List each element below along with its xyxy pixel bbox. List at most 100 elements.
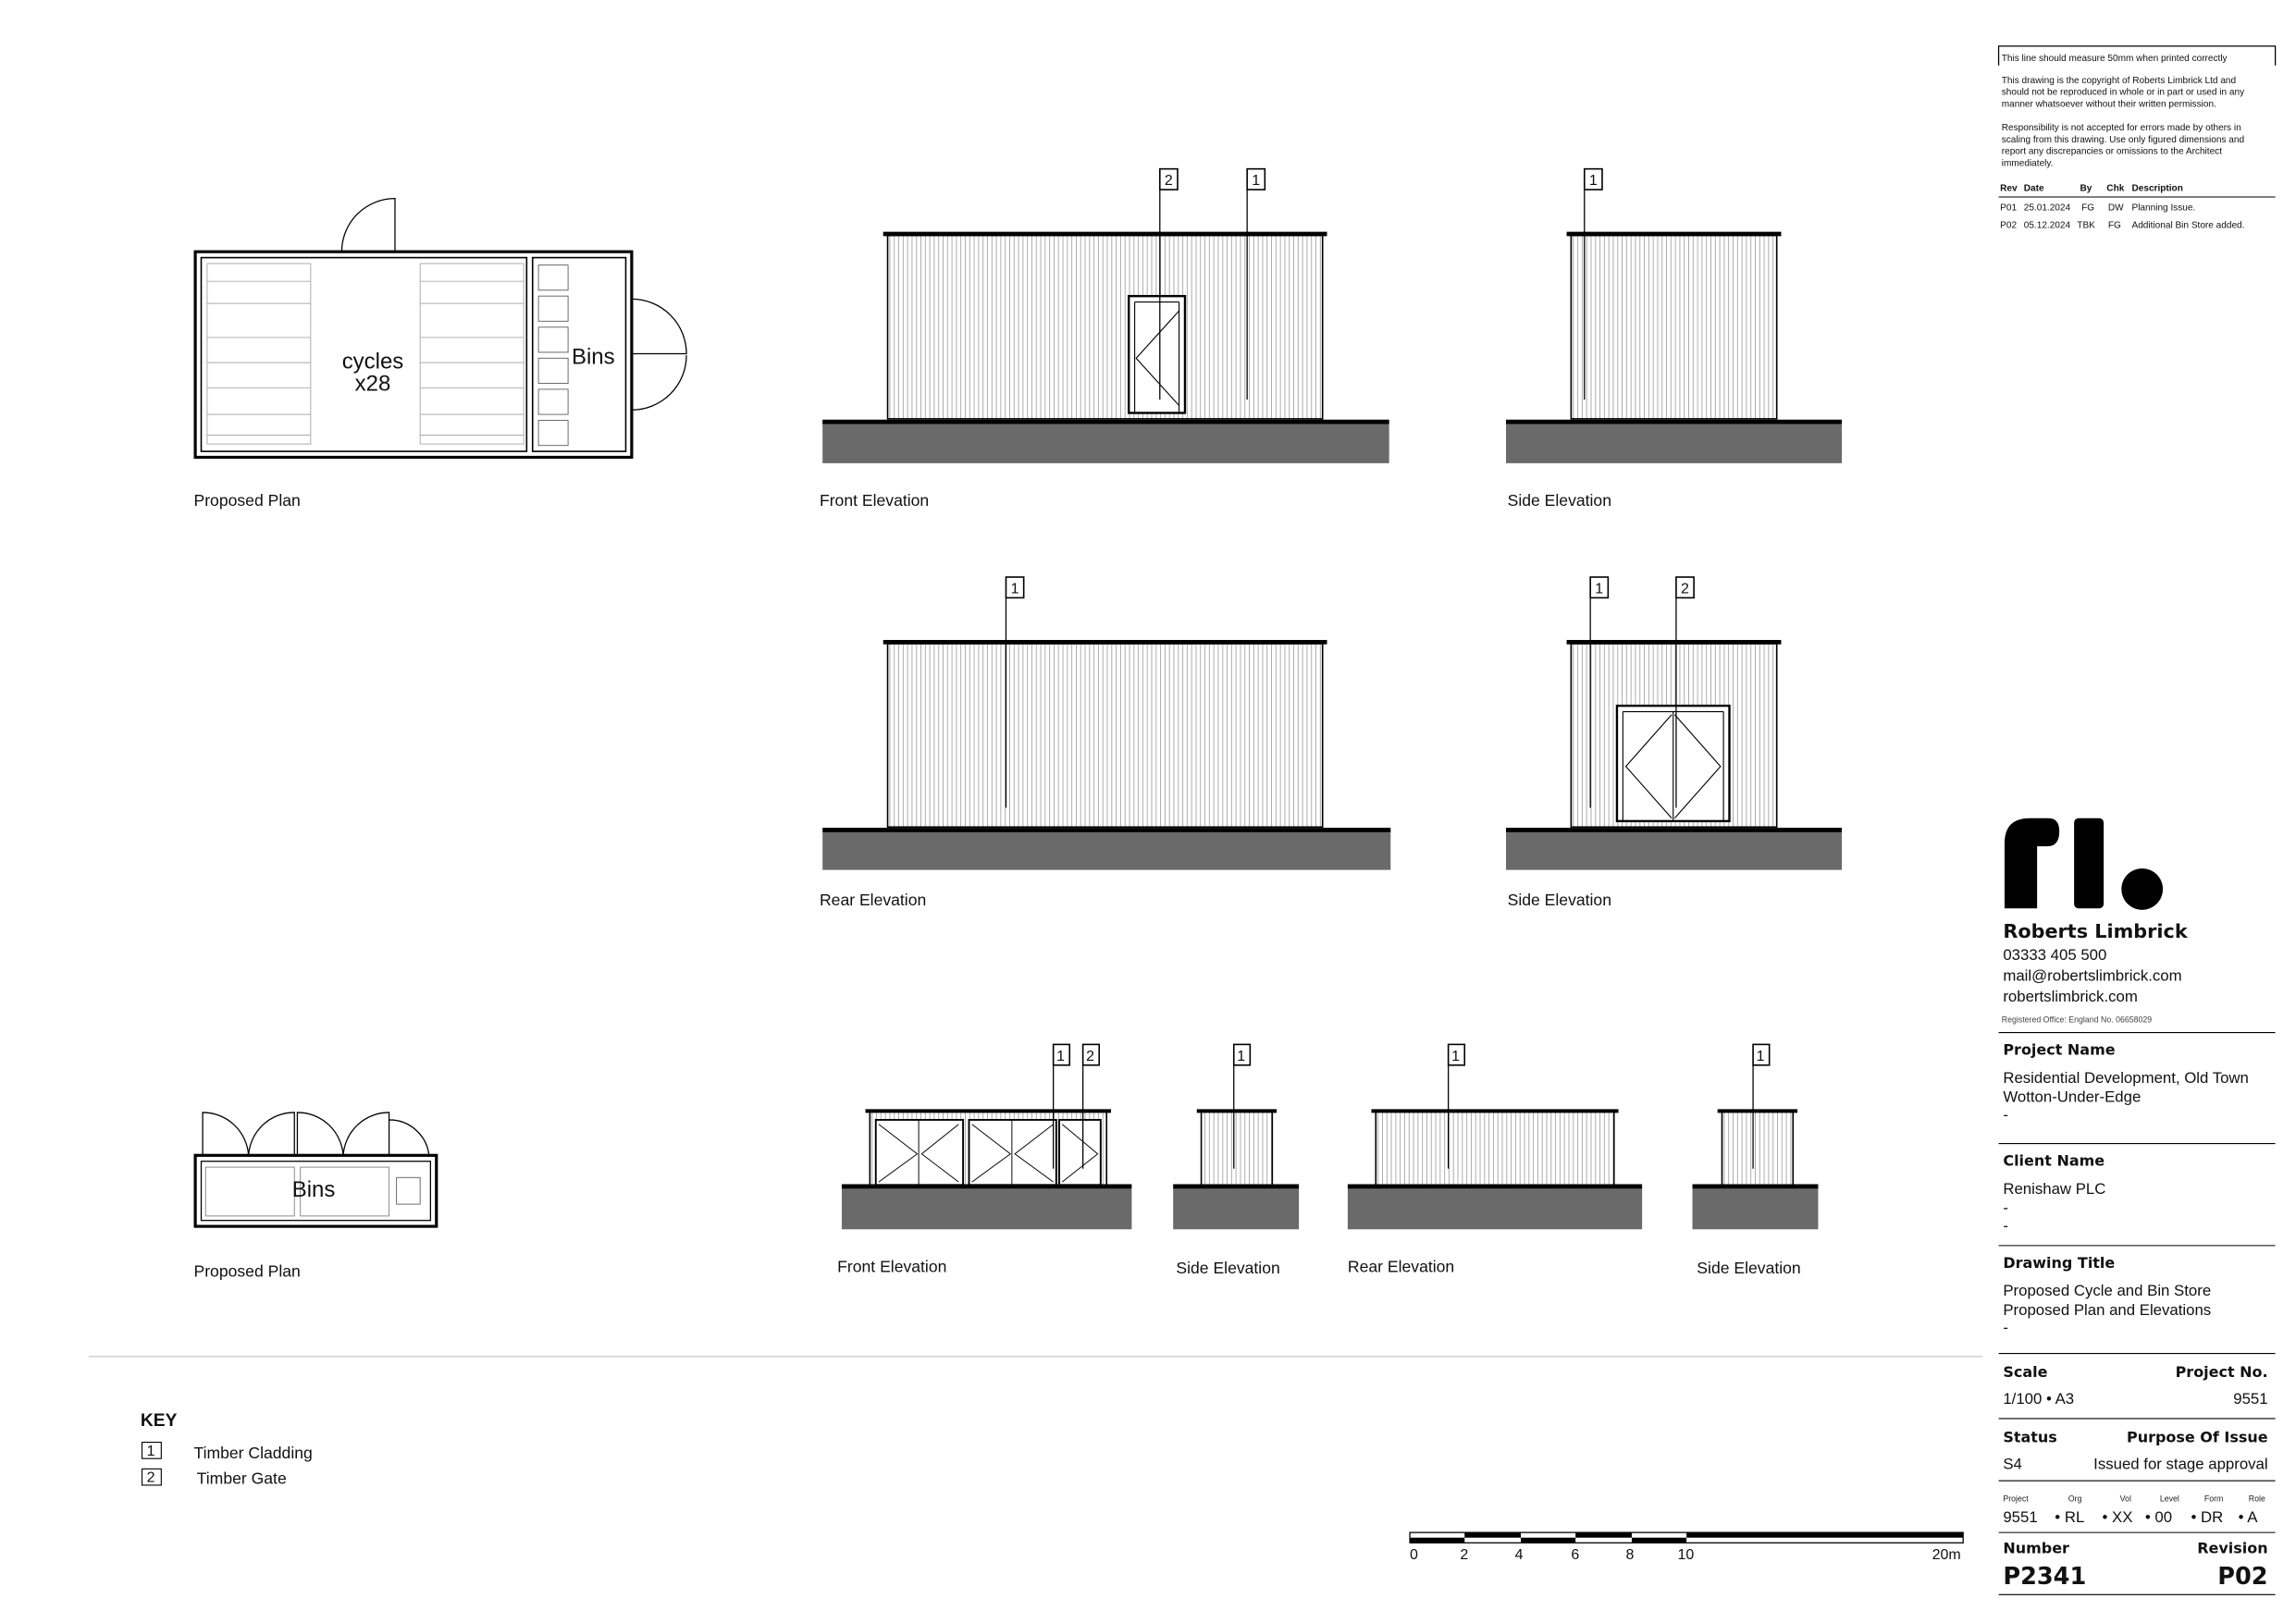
callout-tag: 2 xyxy=(1681,582,1689,597)
wheelie-bins xyxy=(537,264,569,447)
scale-heading: Scale xyxy=(2003,1363,2047,1381)
key-title: KEY xyxy=(141,1411,178,1431)
revision-value: P02 xyxy=(2217,1563,2267,1591)
scale-tick: 0 xyxy=(1410,1547,1418,1563)
responsibility-note: immediately. xyxy=(2002,158,2054,168)
drawing-label: Proposed Plan xyxy=(193,1261,300,1280)
code-label: Project xyxy=(2003,1494,2029,1504)
rev-cell: 05.12.2024 xyxy=(2024,221,2071,231)
document-code: Project Org Vol Level Form Role 9551 • R… xyxy=(2003,1494,2265,1526)
code-value: • 00 xyxy=(2145,1508,2172,1526)
drawing-label: Front Elevation xyxy=(837,1258,946,1276)
rear-elevation: 1 Rear Elevation xyxy=(820,576,1391,909)
registered-office: Registered Office: England No. 06658029 xyxy=(2002,1014,2153,1024)
title-block: This line should measure 50mm when print… xyxy=(1997,45,2277,1595)
side-elevation-2: 1 2 Side Elevation xyxy=(1506,576,1843,909)
drawing-label: Side Elevation xyxy=(1508,491,1611,510)
drawing-number: P2341 xyxy=(2003,1563,2086,1591)
drawing-label: Front Elevation xyxy=(820,491,929,510)
callout-tag: 1 xyxy=(1056,1049,1065,1064)
rev-header: Date xyxy=(2024,184,2044,194)
callout-tag: 1 xyxy=(1011,582,1019,597)
callout-tag: 1 xyxy=(1252,173,1260,189)
rev-cell: P02 xyxy=(2000,221,2017,231)
code-value: • A xyxy=(2239,1508,2259,1526)
client-name-line: - xyxy=(2003,1199,2008,1217)
responsibility-note: report any discrepancies or omissions to… xyxy=(2002,147,2222,157)
company-phone: 03333 405 500 xyxy=(2003,946,2106,964)
code-label: Form xyxy=(2204,1494,2224,1504)
scale-tick: 20m xyxy=(1932,1547,1961,1563)
gate-swings xyxy=(202,1112,430,1156)
copyright-note: manner whatsoever without their written … xyxy=(2002,99,2216,109)
project-name-line: Residential Development, Old Town xyxy=(2003,1069,2249,1087)
project-name-heading: Project Name xyxy=(2003,1041,2115,1059)
callout-tag: 1 xyxy=(1595,582,1603,597)
client-name-line: - xyxy=(2003,1217,2008,1235)
copyright-note: This drawing is the copyright of Roberts… xyxy=(2002,76,2236,86)
room-label-cycles: cycles xyxy=(342,350,404,375)
code-label: Role xyxy=(2249,1494,2265,1504)
drawing-label: Side Elevation xyxy=(1508,891,1611,909)
side-elevation-1: 1 Side Elevation xyxy=(1506,167,1843,510)
code-label: Vol xyxy=(2120,1494,2131,1504)
rev-cell: FG xyxy=(2108,221,2121,231)
drawing-title-line: Proposed Plan and Elevations xyxy=(2003,1301,2211,1319)
purpose-heading: Purpose Of Issue xyxy=(2127,1429,2268,1446)
print-check-note: This line should measure 50mm when print… xyxy=(2002,54,2228,64)
code-label: Org xyxy=(2068,1494,2082,1504)
front-elevation: 2 1 Front Elevation xyxy=(820,167,1389,510)
bin-front-elevation: 1 2 Front Elevation xyxy=(837,1043,1132,1276)
key-item-label: Timber Cladding xyxy=(193,1444,312,1462)
key: KEY 1 Timber Cladding 2 Timber Gate xyxy=(141,1411,313,1487)
responsibility-note: Responsibility is not accepted for error… xyxy=(2002,123,2241,133)
scale-tick: 6 xyxy=(1571,1547,1579,1563)
code-value: • XX xyxy=(2103,1508,2133,1526)
rev-cell: FG xyxy=(2081,203,2094,213)
rev-cell: P01 xyxy=(2000,203,2017,213)
cycle-store-plan: cycles x28 Bins Proposed Plan xyxy=(193,197,687,510)
rev-cell: TBK xyxy=(2077,221,2095,231)
rev-cell: 25.01.2024 xyxy=(2024,203,2071,213)
rev-cell: DW xyxy=(2108,203,2124,213)
scale-value: 1/100 • A3 xyxy=(2003,1390,2074,1408)
revision-heading: Revision xyxy=(2197,1540,2267,1557)
scale-tick: 4 xyxy=(1515,1547,1524,1563)
purpose-value: Issued for stage approval xyxy=(2093,1455,2267,1472)
drawing-label: Side Elevation xyxy=(1176,1259,1279,1277)
room-label-bins: Bins xyxy=(572,345,615,370)
door-swing xyxy=(340,197,396,252)
key-item-label: Timber Gate xyxy=(197,1469,287,1487)
company-email: mail@robertslimbrick.com xyxy=(2003,967,2181,985)
key-num: 1 xyxy=(147,1444,155,1459)
company-web: robertslimbrick.com xyxy=(2003,988,2137,1005)
project-name-line: - xyxy=(2003,1106,2008,1124)
drawing-title-heading: Drawing Title xyxy=(2003,1254,2115,1272)
room-label-count: x28 xyxy=(355,372,391,397)
bin-rear-elevation: 1 Rear Elevation xyxy=(1348,1043,1643,1276)
revision-table: Rev Date By Chk Description P01 25.01.20… xyxy=(1998,184,2276,231)
cycle-racks xyxy=(206,263,525,445)
code-value: • DR xyxy=(2191,1508,2223,1526)
responsibility-note: scaling from this drawing. Use only figu… xyxy=(2002,135,2244,145)
project-no-heading: Project No. xyxy=(2176,1363,2268,1381)
drawing-label: Proposed Plan xyxy=(193,491,300,510)
room-label-bins: Bins xyxy=(292,1177,336,1202)
project-no-value: 9551 xyxy=(2233,1390,2267,1408)
bin-side-elevation-2: 1 Side Elevation xyxy=(1692,1043,1819,1277)
number-heading: Number xyxy=(2003,1540,2069,1557)
rev-header: Rev xyxy=(2000,184,2018,194)
callout-tag: 2 xyxy=(1086,1049,1094,1064)
scale-tick: 8 xyxy=(1626,1547,1635,1563)
drawing-label: Rear Elevation xyxy=(820,891,926,909)
rev-header: Description xyxy=(2131,184,2182,194)
rev-cell: Planning Issue. xyxy=(2131,203,2195,213)
company-logo xyxy=(2004,818,2164,910)
door xyxy=(1128,294,1187,414)
double-door-swing xyxy=(631,298,687,411)
rev-header: Chk xyxy=(2106,184,2124,194)
scale-tick: 10 xyxy=(1678,1547,1695,1563)
key-num: 2 xyxy=(147,1470,155,1486)
bin-store-plan: Bins Proposed Plan xyxy=(193,1112,438,1280)
